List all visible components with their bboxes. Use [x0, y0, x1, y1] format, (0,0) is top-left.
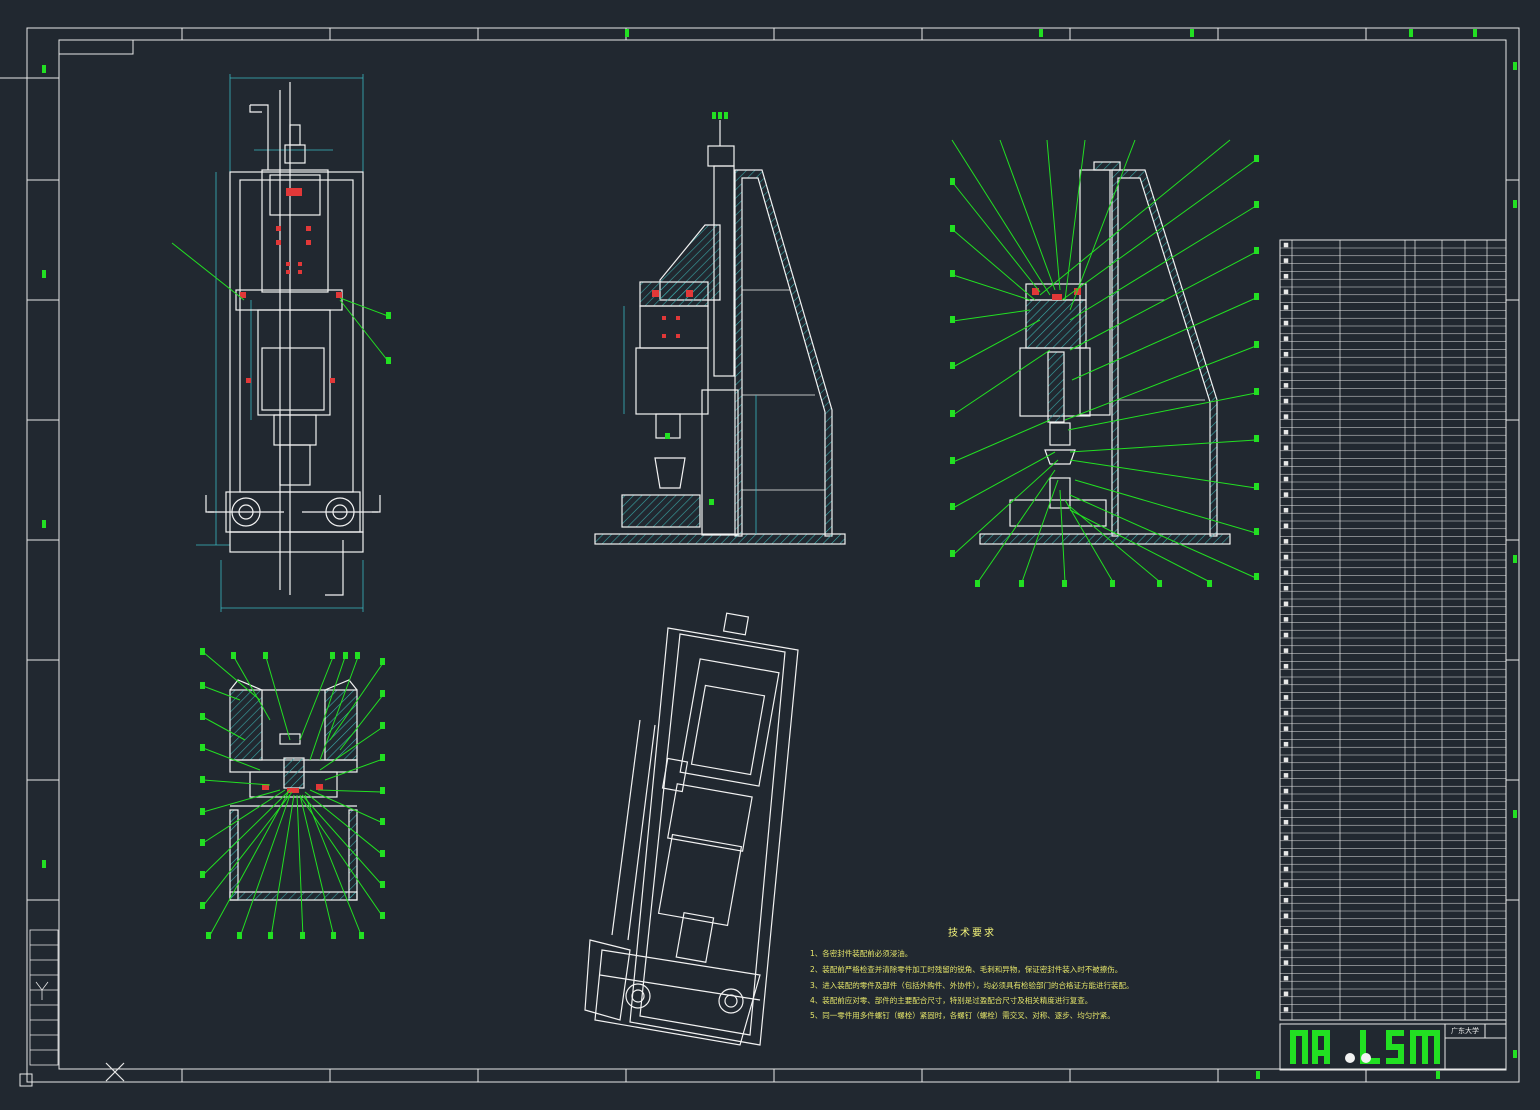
- bom-row-marker: [1283, 944, 1289, 950]
- front-view[interactable]: [171, 74, 391, 612]
- right-view-balloons: [950, 155, 1259, 587]
- bom-row-marker: [1283, 819, 1289, 825]
- bom-row-marker: [1283, 866, 1289, 872]
- side-view-with-leaders[interactable]: [950, 139, 1259, 587]
- bom-row-marker: [1283, 273, 1289, 279]
- bom-row-marker: [1283, 539, 1289, 544]
- front-view-holes: [240, 188, 342, 383]
- front-view-balloons: [386, 312, 391, 364]
- bom-row-marker: [1283, 929, 1289, 934]
- title-block[interactable]: [1279, 1023, 1507, 1071]
- bom-row-marker: [1283, 741, 1289, 747]
- right-view-leaders: [951, 139, 1257, 583]
- bom-row-marker: [1283, 773, 1289, 778]
- side-section-view[interactable]: [594, 112, 846, 545]
- bom-row-marker: [1283, 507, 1289, 513]
- bom-row-marker: [1283, 991, 1289, 997]
- bom-row-marker: [1283, 617, 1289, 622]
- bom-row-marker: [1283, 242, 1289, 248]
- frame-zone-marks: [27, 28, 1519, 1082]
- technical-requirement-1: 1、各密封件装配前必须浸油。: [810, 949, 913, 958]
- bom-row-marker: [1283, 679, 1289, 685]
- technical-requirement-2: 2、装配前严格检查并清除零件加工时残留的锐角、毛刺和异物，保证密封件装入时不被擦…: [810, 965, 1123, 974]
- bom-row-marker: [1283, 851, 1289, 856]
- bom-row-marker: [1283, 882, 1289, 887]
- bom-row-marker: [1283, 913, 1289, 919]
- bom-row-marker: [1283, 632, 1289, 638]
- bom-row-marker: [1283, 351, 1289, 357]
- school-logo: [1290, 1030, 1440, 1064]
- bom-row-marker: [1283, 975, 1289, 981]
- drawing-frame: [26, 27, 1520, 1083]
- side-view-dimensions: [623, 306, 757, 534]
- bom-row-marker: [1283, 601, 1289, 607]
- seal-marks: [1345, 1053, 1371, 1063]
- bom-row-marker: [1283, 710, 1289, 716]
- technical-requirement-4: 4、装配前应对零、部件的主要配合尺寸，特别是过盈配合尺寸及相关精度进行复查。: [810, 996, 1093, 1005]
- bom-row-marker: [1283, 726, 1289, 731]
- bom-row-marker: [1283, 554, 1289, 560]
- bom-row-marker: [1283, 804, 1289, 809]
- bom-row-marker: [1283, 429, 1289, 435]
- bom-row-marker: [1283, 367, 1289, 373]
- front-view-leaders: [171, 242, 389, 362]
- bom-row-marker: [1283, 1007, 1289, 1012]
- crosshair-cursor: [105, 1062, 125, 1082]
- bom-row-marker: [1283, 960, 1289, 965]
- bom-row-marker: [1283, 476, 1289, 482]
- bom-row-marker: [1283, 289, 1289, 295]
- bom-row-marker: [1283, 585, 1289, 591]
- side-view-balloons: [665, 112, 728, 505]
- bom-row-marker: [1283, 788, 1289, 794]
- bom-row-marker: [1283, 663, 1289, 669]
- technical-requirements-title: 技术要求: [948, 928, 996, 939]
- bom-row-marker: [1283, 445, 1289, 451]
- bom-row-marker: [1283, 398, 1289, 404]
- frame-grid-markers: [42, 29, 1517, 1079]
- bom-row-marker: [1283, 835, 1289, 841]
- revision-block: [29, 929, 59, 1066]
- bom-row-marker: [1283, 258, 1289, 263]
- ucs-icon: [0, 77, 33, 1087]
- isometric-view[interactable]: [584, 612, 799, 1046]
- front-view-dimensions: [196, 74, 364, 612]
- bom-row-marker: [1283, 492, 1289, 497]
- bom-row-marker: [1283, 648, 1289, 653]
- bom-row-marker: [1283, 414, 1289, 419]
- title-block-school: 广东大学: [1451, 1027, 1479, 1035]
- front-view-outline: [205, 82, 381, 596]
- bom-row-marker: [1283, 757, 1289, 763]
- bom-row-marker: [1283, 897, 1289, 903]
- bom-row-marker: [1283, 336, 1289, 341]
- bom-row-marker: [1283, 523, 1289, 529]
- side-view-holes: [652, 290, 693, 338]
- technical-requirement-3: 3、进入装配的零件及部件（包括外购件、外协件），均必须具有检验部门的合格证方能进…: [810, 981, 1134, 990]
- bom-row-marker: [1283, 305, 1289, 310]
- bom-row-marker: [1283, 570, 1289, 575]
- technical-requirement-5: 5、同一零件用多件螺钉（螺栓）紧固时，各螺钉（螺栓）需交叉、对称、逐步、均匀拧紧…: [810, 1011, 1115, 1020]
- section-view-leaders: [202, 651, 384, 938]
- section-view-bottom-left[interactable]: [200, 648, 385, 939]
- bom-row-marker: [1283, 461, 1289, 466]
- bom-row-marker: [1283, 383, 1289, 388]
- bom-row-marker: [1283, 695, 1289, 700]
- bom-row-marker: [1283, 320, 1289, 326]
- section-view-balloons: [200, 648, 385, 939]
- bill-of-materials-table[interactable]: [1279, 239, 1507, 1021]
